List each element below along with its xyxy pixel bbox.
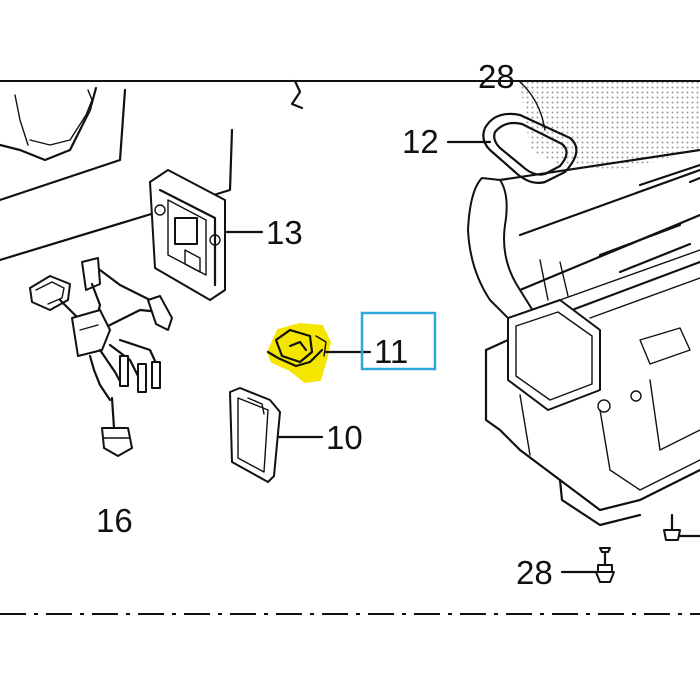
callout-10: 10 <box>326 419 363 456</box>
callout-28-top: 28 <box>478 58 515 95</box>
part-12-gasket <box>482 112 578 184</box>
part-13-bracket <box>149 169 226 301</box>
highlight-box-11 <box>360 311 437 371</box>
callout-28-bottom: 28 <box>516 554 553 591</box>
callout-13: 13 <box>266 214 303 251</box>
callout-16: 16 <box>96 502 133 539</box>
callout-11: 11 <box>374 333 408 370</box>
part-16-wire-harness <box>29 257 173 457</box>
part-28-bolt-lower <box>595 547 615 583</box>
part-11-clip <box>266 322 332 384</box>
filter-mesh-area <box>519 81 700 170</box>
air-box-case <box>467 148 700 527</box>
part-10-cover <box>229 387 281 483</box>
callout-12: 12 <box>402 123 439 160</box>
part-28-bolt-right <box>663 513 700 541</box>
upper-left-cable-assembly <box>0 79 304 262</box>
